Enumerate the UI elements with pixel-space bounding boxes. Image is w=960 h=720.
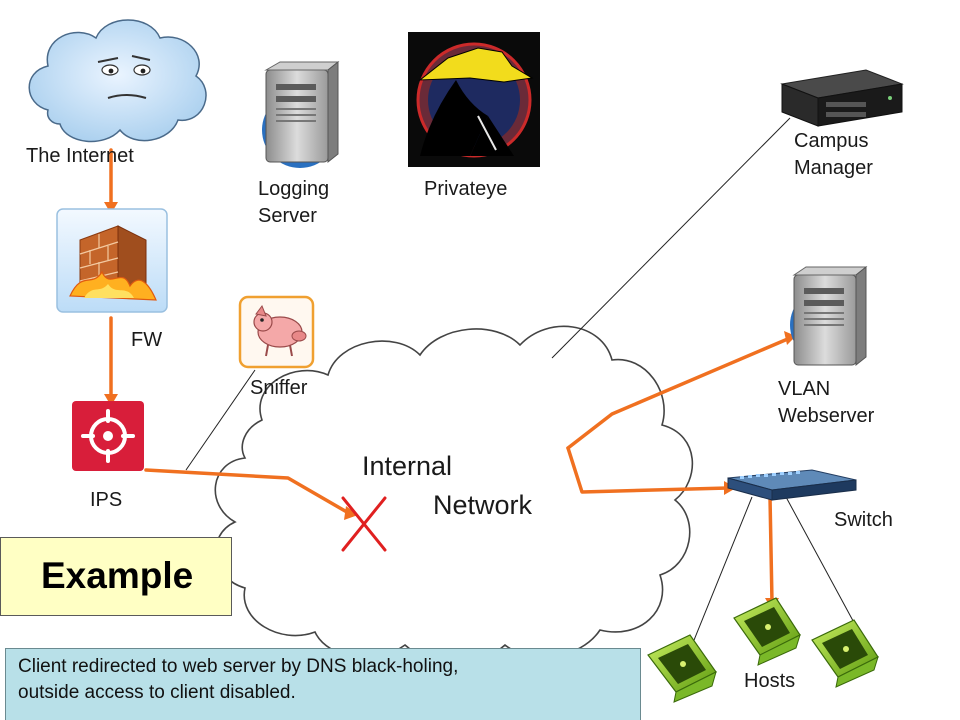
label-campus-line1: Campus — [794, 130, 869, 152]
host-laptop-left-icon — [647, 634, 717, 703]
link-ips-sniffer — [185, 369, 256, 471]
switch-icon — [727, 469, 857, 501]
host-laptop-center-icon — [733, 597, 801, 666]
label-vlan-webserver: VLAN Webserver — [778, 376, 874, 430]
label-hosts: Hosts — [744, 670, 796, 692]
link-network-vlan-webserver — [566, 336, 792, 450]
label-ips: IPS — [90, 489, 123, 511]
ips-target-icon — [72, 401, 144, 471]
label-campus-manager: Campus Manager — [794, 128, 873, 182]
label-logging-line2: Server — [258, 205, 317, 227]
label-logging-line1: Logging — [258, 178, 330, 200]
link-network-campus-manager — [551, 117, 791, 359]
note-line-2: outside access to client disabled. — [18, 682, 296, 703]
note-line-1: Client redirected to web server by DNS b… — [18, 656, 459, 677]
note-box: Client redirected to web server by DNS b… — [5, 648, 641, 720]
link-switch-host-right — [785, 496, 859, 631]
logging-server-icon — [262, 60, 340, 168]
arrowhead-vlan-webserver — [784, 331, 796, 345]
arrowhead-fw — [104, 202, 118, 214]
privateye-spy-icon — [408, 32, 540, 167]
label-fw: FW — [131, 329, 163, 351]
link-network-switch — [566, 446, 730, 494]
label-vlan-line2: Webserver — [778, 405, 875, 427]
link-switch-host-center — [768, 495, 774, 604]
label-logging-server: Logging Server — [258, 176, 329, 230]
label-network: Network — [433, 490, 533, 520]
label-switch: Switch — [834, 509, 893, 531]
vlan-webserver-icon — [790, 265, 868, 367]
label-privateye: Privateye — [424, 178, 508, 200]
label-vlan-line1: VLAN — [778, 378, 831, 400]
blocked-x-mark — [341, 496, 387, 552]
arrowhead-network-block — [344, 506, 358, 520]
label-internal: Internal — [362, 451, 453, 481]
label-campus-line2: Manager — [794, 157, 873, 179]
link-ips-network — [144, 468, 354, 517]
link-switch-host-left — [689, 496, 753, 651]
host-laptop-right-icon — [811, 619, 879, 688]
example-title: Example — [41, 555, 194, 596]
label-the-internet: The Internet — [26, 145, 134, 167]
arrowhead-ips — [104, 394, 118, 406]
example-box: Example — [0, 537, 232, 616]
sniffer-pig-icon — [238, 295, 315, 369]
campus-manager-server-icon — [780, 69, 904, 127]
label-sniffer: Sniffer — [250, 377, 308, 399]
internet-cloud-icon — [28, 19, 207, 143]
firewall-icon — [56, 208, 168, 313]
